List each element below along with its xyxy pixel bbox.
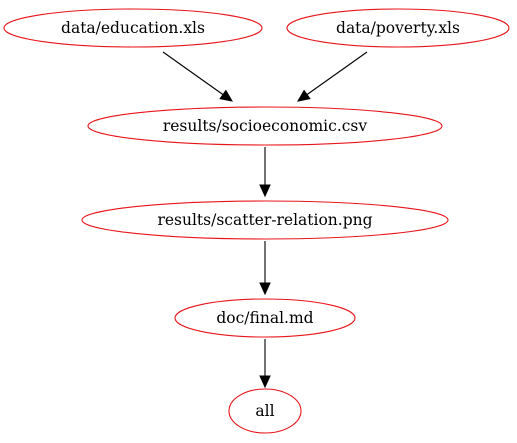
- nodes-layer: data/education.xls data/poverty.xls result…: [3, 8, 510, 434]
- node-education: data/education.xls: [3, 8, 263, 48]
- node-label: results/scatter-relation.png: [157, 211, 372, 229]
- edge-line: [306, 51, 368, 96]
- node-ellipse: [228, 388, 302, 434]
- node-ellipse: [81, 200, 449, 240]
- node-label: data/education.xls: [61, 19, 205, 37]
- arrowhead: [219, 89, 233, 102]
- edges-layer: [162, 51, 368, 389]
- node-scatter: results/scatter-relation.png: [81, 200, 449, 240]
- node-poverty: data/poverty.xls: [286, 8, 510, 48]
- node-ellipse: [174, 298, 356, 338]
- edge-poverty-to-socioeconomic: [297, 51, 368, 102]
- node-label: doc/final.md: [216, 309, 313, 327]
- node-label: all: [255, 402, 274, 420]
- node-label: results/socioeconomic.csv: [163, 117, 368, 135]
- edge-final-to-all: [259, 339, 271, 389]
- arrowhead: [297, 89, 311, 102]
- node-ellipse: [87, 106, 443, 146]
- edge-education-to-socioeconomic: [162, 51, 233, 102]
- node-socioeconomic: results/socioeconomic.csv: [87, 106, 443, 146]
- node-all: all: [228, 388, 302, 434]
- edge-line: [162, 51, 224, 96]
- node-label: data/poverty.xls: [336, 19, 460, 37]
- node-ellipse: [286, 8, 510, 48]
- node-ellipse: [3, 8, 263, 48]
- arrowhead: [259, 375, 271, 389]
- arrowhead: [259, 282, 271, 296]
- edge-scatter-to-final: [259, 241, 271, 296]
- arrowhead: [259, 184, 271, 198]
- node-final: doc/final.md: [174, 298, 356, 338]
- edge-socioeconomic-to-scatter: [259, 147, 271, 198]
